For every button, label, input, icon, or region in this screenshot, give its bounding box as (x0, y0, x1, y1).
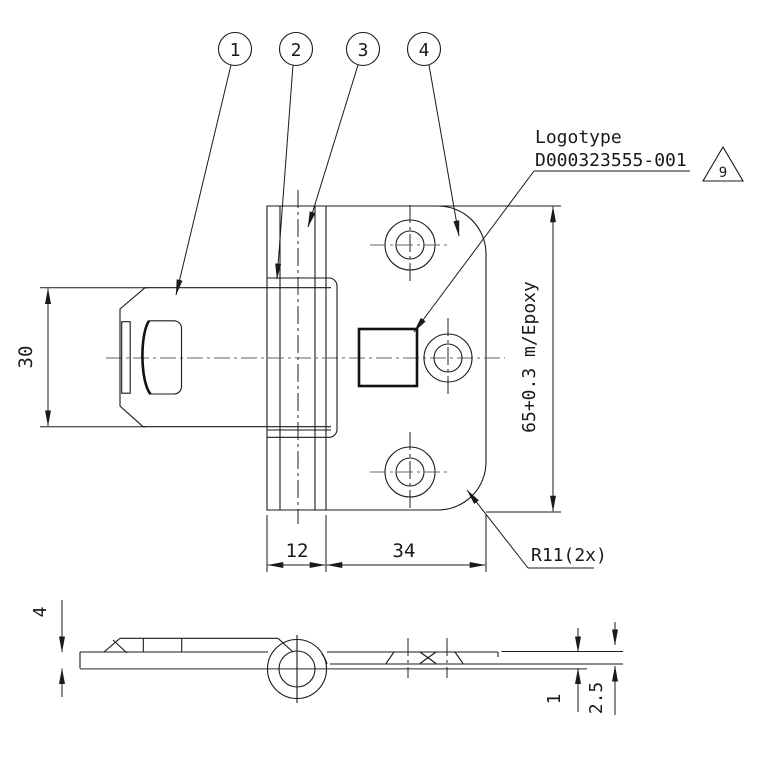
balloon-1: 1 (175, 31, 253, 296)
dim-1-label: 1 (544, 694, 565, 705)
balloon-4-label: 4 (419, 40, 430, 61)
tongue-dimple-body (149, 320, 183, 395)
centerlines (106, 190, 505, 524)
revision-flag-triangle (702, 145, 744, 182)
dimension-4: 4 (30, 600, 65, 697)
hole-bottom (370, 432, 450, 512)
dim-2-5-label: 2.5 (586, 682, 607, 715)
side-plate (79, 637, 623, 678)
hole-top (370, 205, 450, 285)
balloon-1-label: 1 (230, 40, 241, 61)
balloon-3-label: 3 (358, 40, 369, 61)
balloon-4: 4 (406, 31, 460, 237)
side-view: 4 1 2.5 (30, 600, 623, 715)
balloon-3-leader (307, 64, 359, 228)
balloon-2-leader (275, 64, 294, 280)
dim-12-label: 12 (286, 540, 309, 562)
revision-flag: 9 (702, 145, 744, 182)
front-view (106, 190, 505, 524)
dim-34-label: 34 (393, 540, 416, 562)
tongue-dimple-arc (141, 320, 152, 396)
dimension-30: 30 (15, 287, 148, 428)
logotype-note-line2: D000323555-001 (535, 150, 687, 171)
knuckle-barrel (266, 635, 328, 703)
dimension-1: 1 (544, 628, 581, 712)
dim-65-label: 65+0.3 m/Epoxy (519, 281, 540, 433)
balloon-2: 2 (275, 31, 314, 280)
radius-note-label: R11(2x) (531, 545, 607, 566)
logotype-leader (413, 170, 535, 333)
balloon-3: 3 (307, 31, 381, 228)
dimension-2-5: 2.5 (586, 622, 618, 715)
logotype-note: Logotype D000323555-001 (413, 127, 690, 333)
balloon-2-label: 2 (291, 40, 302, 61)
balloon-1-leader (175, 64, 232, 296)
balloon-4-leader (428, 64, 460, 237)
hole-middle (423, 318, 473, 398)
dimension-65: 65+0.3 m/Epoxy (438, 205, 561, 513)
dim-4-label: 4 (30, 607, 51, 618)
logotype-square (357, 327, 419, 388)
dim-30-label: 30 (15, 346, 37, 369)
dimension-12-34: 12 34 (266, 515, 487, 572)
keeper-flanges (267, 277, 338, 438)
radius-note: R11(2x) (466, 489, 607, 569)
logotype-note-line1: Logotype (535, 127, 622, 148)
revision-flag-number: 9 (719, 165, 727, 181)
countersink-profiles (385, 638, 464, 678)
tongue-outline (119, 287, 331, 428)
tongue-slot (121, 321, 131, 394)
